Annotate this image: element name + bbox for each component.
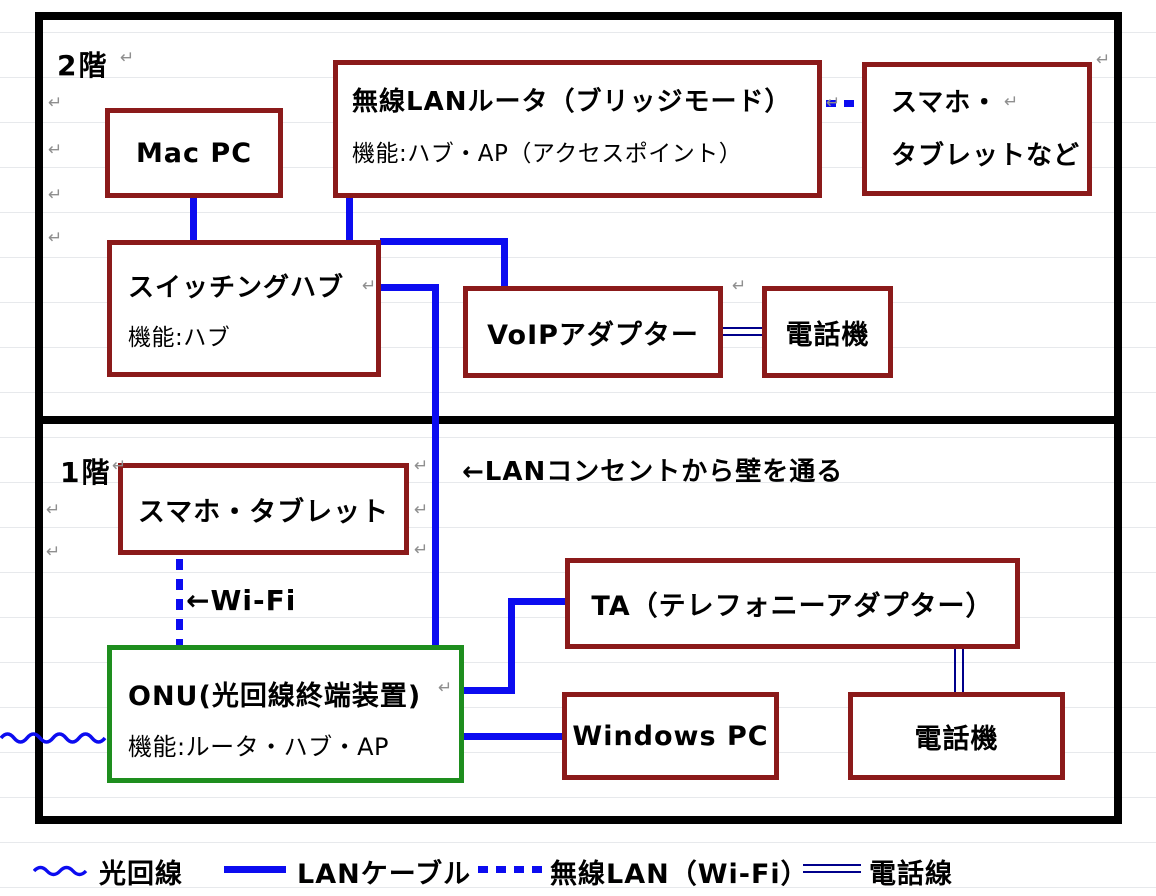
lan-line-macpc-hub [190,197,197,241]
box-onu: ONU(光回線終端装置) 機能:ルータ・ハブ・AP [107,645,464,783]
box-sumaho-2f: スマホ・ タブレットなど [862,62,1092,196]
return-mark: ↵ [732,276,747,296]
fiber-line-onu [0,728,112,746]
lan-line-onu-ta-h1 [463,687,515,694]
return-mark: ↵ [48,185,63,205]
return-mark: ↵ [48,228,63,248]
box-switching-hub: スイッチングハブ 機能:ハブ [107,240,381,377]
lan-line-hub-voip-h [380,238,508,245]
legend-wifi-label: 無線LAN（Wi-Fi） [550,859,809,890]
lan-line-onu-ta-v [508,598,515,694]
return-mark: ↵ [1096,50,1111,70]
floor1-label: 1階 [60,456,112,489]
return-mark: ↵ [46,500,61,520]
phone-2f-label: 電話機 [785,319,870,351]
lan-outlet-note: ←LANコンセントから壁を通る [462,457,844,487]
return-mark: ↵ [48,140,63,160]
legend-phone-label: 電話線 [869,859,953,890]
windows-pc-label: Windows PC [572,720,769,752]
lan-line-router-hub [346,196,353,241]
phone-1f-label: 電話機 [914,723,999,755]
lan-line-hub-voip-v [501,238,508,288]
legend-wifi-swatch [478,866,542,873]
onu-subtitle: 機能:ルータ・ハブ・AP [128,733,389,761]
onu-title: ONU(光回線終端装置) [128,681,422,712]
phone-line-voip-phone2f [722,327,763,336]
box-windows-pc: Windows PC [562,692,779,780]
mac-pc-label: Mac PC [135,137,253,169]
return-mark: ↵ [362,276,377,296]
hub-title: スイッチングハブ [128,273,345,303]
box-wireless-router: 無線LANルータ（ブリッジモード） 機能:ハブ・AP（アクセスポイント） [333,60,822,198]
return-mark: ↵ [46,542,61,562]
box-phone-2f: 電話機 [762,286,893,378]
lan-line-hub-wall-h [380,284,439,291]
wifi-line-sumaho-onu [176,559,183,645]
box-ta: TA（テレフォニーアダプター） [565,558,1020,649]
ta-label: TA（テレフォニーアダプター） [591,591,994,622]
legend-lan-label: LANケーブル [297,859,472,890]
floor-divider [35,416,1122,424]
return-mark: ↵ [438,678,453,698]
router-subtitle: 機能:ハブ・AP（アクセスポイント） [352,141,743,167]
return-mark: ↵ [414,456,429,476]
sumaho-1f-label: スマホ・タブレット [137,496,390,528]
legend-fiber-swatch [33,862,93,878]
legend-fiber-label: 光回線 [99,859,183,890]
box-sumaho-1f: スマホ・タブレット [118,463,409,555]
router-title: 無線LANルータ（ブリッジモード） [352,87,792,117]
box-mac-pc: Mac PC [105,108,283,198]
legend-lan-swatch [224,866,286,873]
return-mark: ↵ [414,500,429,520]
return-mark: ↵ [1004,92,1019,112]
floor2-label: 2階 [57,49,109,82]
return-mark: ↵ [112,456,127,476]
sumaho-2f-line2: タブレットなど [891,141,1081,171]
box-phone-1f: 電話機 [848,692,1065,780]
voip-label: VoIPアダプター [487,319,699,351]
return-mark: ↵ [120,48,135,68]
return-mark: ↵ [414,540,429,560]
lan-line-wall-drop [432,284,439,647]
return-mark: ↵ [826,93,841,113]
return-mark: ↵ [48,93,63,113]
lan-line-onu-ta-h2 [508,598,568,605]
phone-line-ta-phone1f [954,648,964,693]
hub-subtitle: 機能:ハブ [128,325,231,351]
lan-line-onu-winpc [463,733,567,740]
wifi-note: ←Wi-Fi [186,584,297,617]
wifi-line-router-sumaho [826,100,862,107]
sumaho-2f-line1: スマホ・ [891,88,999,118]
legend-phone-swatch [803,864,861,873]
box-voip-adapter: VoIPアダプター [463,286,723,378]
